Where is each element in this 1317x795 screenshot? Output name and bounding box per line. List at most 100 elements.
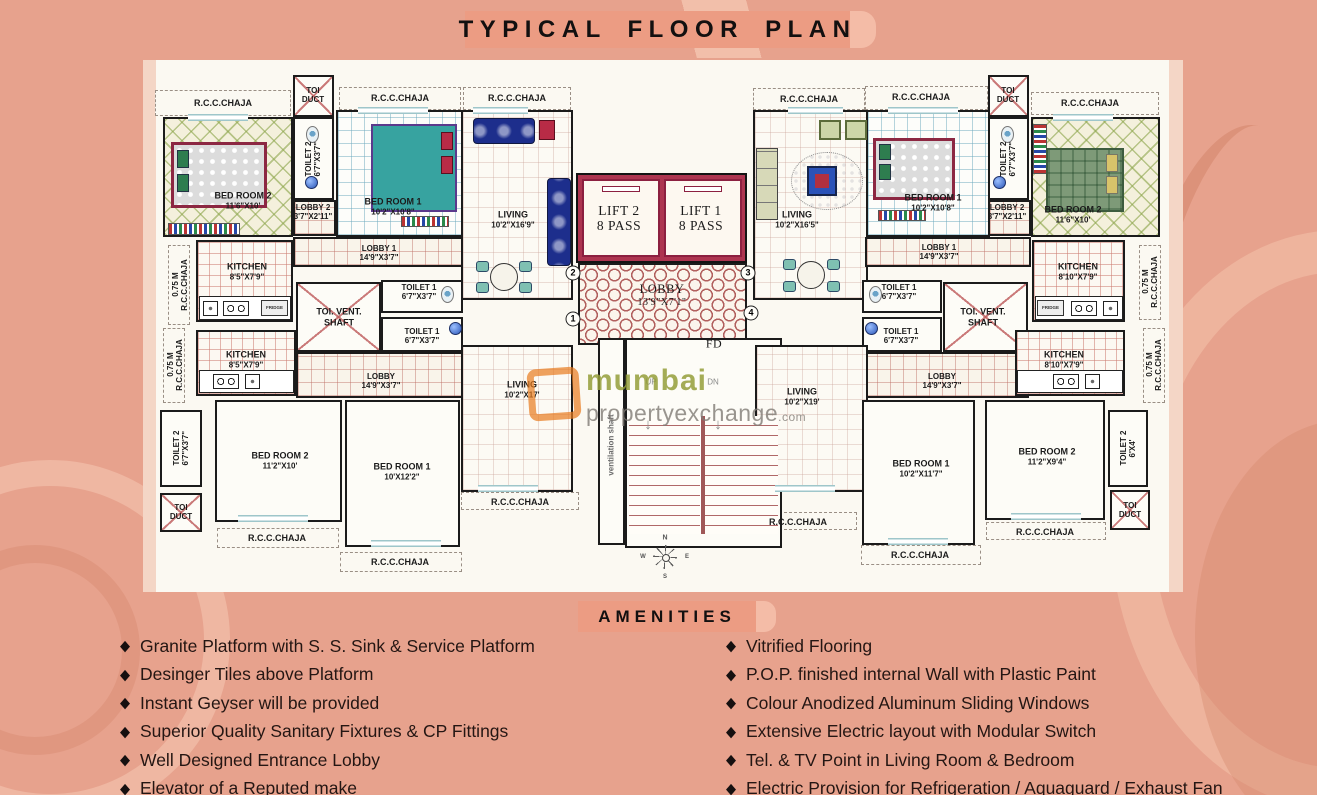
amenity-item: ◆Extensive Electric layout with Modular … (726, 718, 1223, 747)
amenity-text: Elevator of a Reputed make (140, 778, 357, 795)
diamond-bullet-icon: ◆ (726, 722, 736, 740)
pillow-icon (1106, 154, 1118, 172)
cabinet-icon (756, 148, 778, 220)
page-title: TYPICAL FLOOR PLAN (458, 15, 857, 43)
pillow-icon (879, 144, 891, 160)
down-arrow-icon: ↓ (644, 416, 652, 433)
dining-table-icon (797, 261, 825, 289)
amenities-list-right: ◆ Vitrified Flooring ◆ P.O.P. finished int… (726, 632, 1223, 795)
pillow-icon (177, 150, 189, 168)
amenities-title: AMENITIES (598, 606, 736, 626)
amenity-text: Vitrified Flooring (746, 635, 873, 656)
down-arrow-icon: ↓ (714, 416, 722, 433)
tv-unit-icon (845, 120, 867, 140)
chaja-label: R.C.C.CHAJA (370, 556, 430, 567)
chair-icon (476, 261, 489, 272)
compass-south-label: S (662, 574, 668, 580)
washbasin-icon (865, 322, 878, 335)
chaja-strip (986, 522, 1106, 540)
window (775, 485, 835, 492)
amenity-text: P.O.P. finished internal Wall with Plast… (746, 664, 1096, 685)
room-toilet2-bottom-left (160, 410, 202, 487)
stair-divider (700, 416, 705, 534)
room-toilet2-bottom-right (1108, 410, 1148, 487)
chaja-label: R.C.C.CHAJA (247, 532, 307, 543)
chaja-strip-vertical (1139, 245, 1161, 320)
room-toi-vent-shaft-left (296, 282, 381, 352)
diamond-bullet-icon: ◆ (726, 665, 736, 683)
window (1011, 513, 1081, 520)
room-lobby-mid-left (296, 352, 463, 398)
sink-icon (1103, 301, 1118, 316)
diamond-bullet-icon: ◆ (120, 637, 130, 655)
amenity-item: ◆ Vitrified Flooring (726, 632, 1223, 661)
room-ventilation-shaft (598, 338, 625, 545)
pillow-icon (879, 164, 891, 180)
fridge-icon: FRIDGE (261, 300, 288, 316)
compass-west-label: W (640, 554, 646, 560)
amenity-text: Electric Provision for Refrigeration / A… (746, 778, 1223, 795)
entrance-number-4: 4 (743, 305, 759, 321)
diamond-bullet-icon: ◆ (120, 779, 130, 795)
window (473, 107, 528, 114)
rug-icon (168, 223, 240, 235)
pillow-icon (441, 156, 453, 174)
toi-vent-shaft-label: TOI. VENT.SHAFT (960, 306, 1006, 328)
amenity-item: ◆Well Designed Entrance Lobby (120, 746, 535, 775)
sofa-icon (473, 118, 535, 144)
chair-icon (783, 259, 796, 270)
rug-icon (878, 210, 926, 221)
amenity-item: ◆Instant Geyser will be provided (120, 689, 535, 718)
diamond-bullet-icon: ◆ (726, 637, 736, 655)
side-table-icon (539, 120, 555, 140)
amenity-item: ◆Desinger Tiles above Platform (120, 661, 535, 690)
amenities-band: AMENITIES (578, 601, 756, 632)
entrance-number-2: 2 (565, 265, 581, 281)
chaja-label: R.C.C.CHAJA (779, 93, 839, 104)
window (888, 538, 948, 545)
lift-block (576, 173, 747, 263)
room-toilet1-left-lower (381, 317, 463, 352)
room-lobby2-right (988, 200, 1031, 236)
amenity-text: Colour Anodized Aluminum Sliding Windows (746, 692, 1090, 713)
chair-icon (827, 281, 840, 292)
chaja-strip (155, 90, 291, 116)
floor-plan-sheet: ↓ ↓ (143, 60, 1183, 592)
room-toi-duct-bottom-right (1110, 490, 1150, 530)
chair-icon (519, 282, 532, 293)
chaja-strip (217, 528, 339, 548)
amenity-item: ◆ P.O.P. finished internal Wall with Plas… (726, 661, 1223, 690)
pillow-icon (177, 174, 189, 192)
compass-icon (653, 545, 677, 569)
diamond-bullet-icon: ◆ (120, 665, 130, 683)
room-bedroom1-bottom-right (862, 400, 975, 545)
chaja-strip-vertical (1143, 328, 1165, 403)
room-lobby2-left (293, 200, 336, 236)
chaja-label: R.C.C.CHAJA (1060, 97, 1120, 108)
dining-table-icon (490, 263, 518, 291)
tv-unit-icon (819, 120, 841, 140)
diamond-bullet-icon: ◆ (120, 751, 130, 769)
sofa-icon (547, 178, 571, 266)
stove-icon (223, 301, 249, 316)
